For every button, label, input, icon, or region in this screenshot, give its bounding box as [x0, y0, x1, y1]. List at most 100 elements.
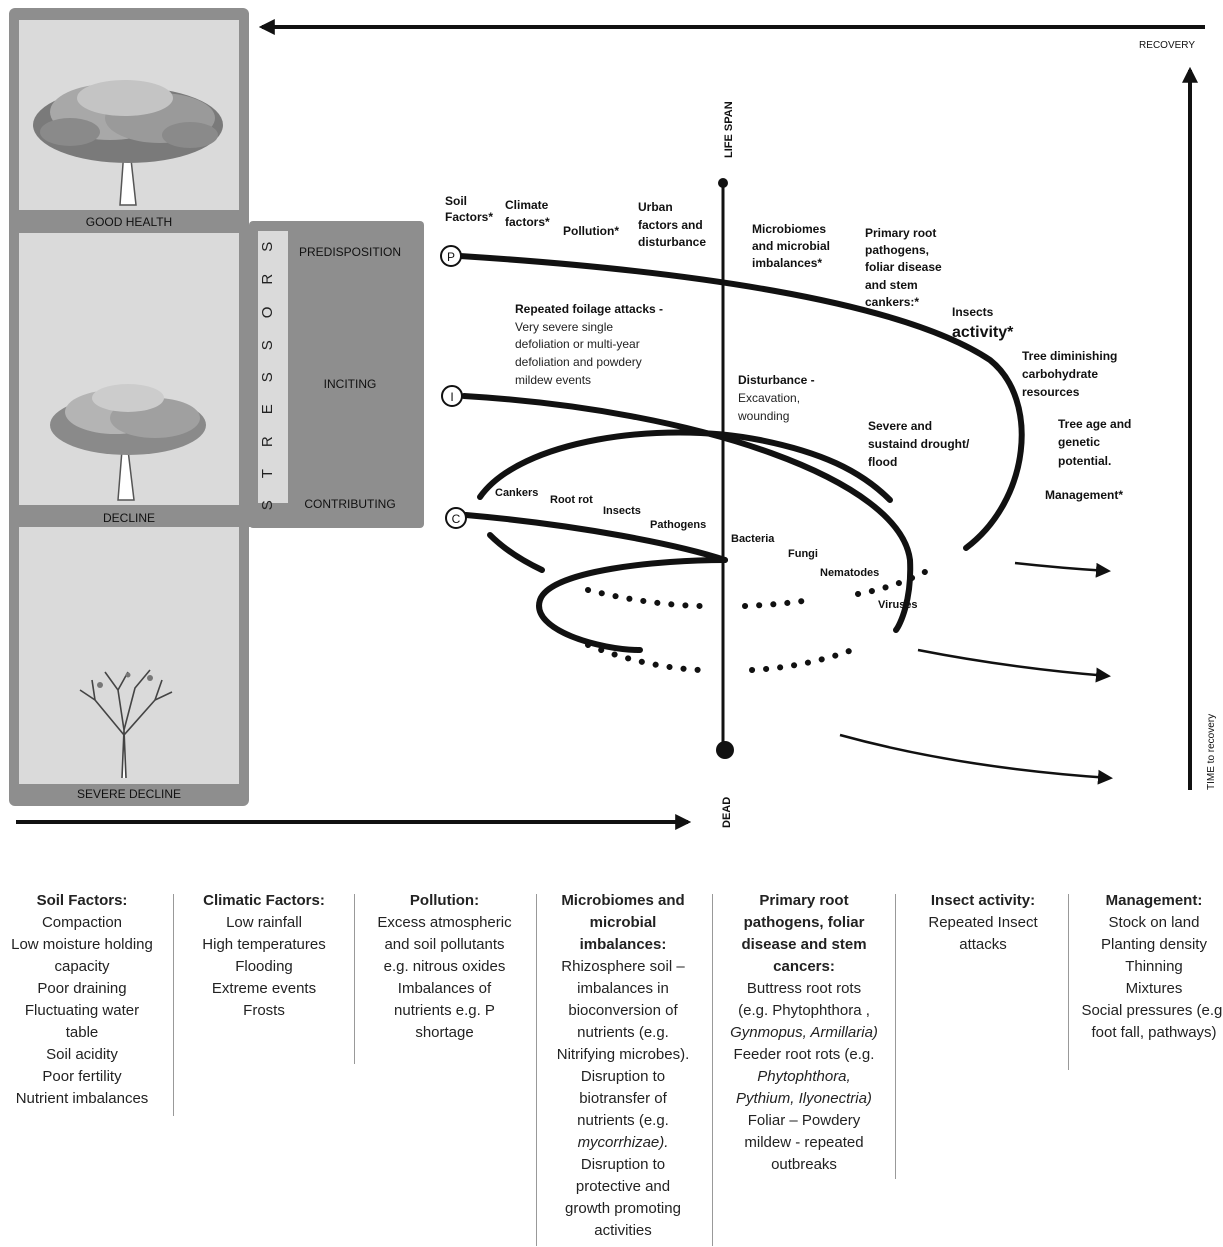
svg-text:I: I: [450, 390, 453, 404]
column-line: biotransfer of: [579, 1090, 667, 1107]
column-microbiomes: Microbiomes and microbial imbalances: Rh…: [542, 890, 704, 1242]
spiral-inner-stub: [487, 532, 545, 573]
column-line: Fluctuating water: [24, 1002, 140, 1019]
agent-viruses: Viruses: [878, 599, 918, 611]
column-line: Stock on land: [1108, 914, 1200, 931]
column-primary-root-pathogens: Primary root pathogens, foliar disease a…: [716, 890, 892, 1176]
recovery-side-arrows: [839, 561, 1113, 785]
column-line: Mixtures: [1125, 980, 1183, 997]
column-line: Nutrient imbalances: [15, 1090, 149, 1107]
column-divider: [173, 894, 174, 1116]
column-heading: Microbiomes and: [561, 892, 685, 909]
factor-columns: Soil Factors: Compaction Low moisture ho…: [0, 890, 1223, 1247]
stressors-connector: [240, 505, 290, 527]
column-heading: Insect activity:: [930, 892, 1036, 909]
spiral-dotted-paths: [585, 563, 939, 673]
stressors-letter-strip: [258, 231, 288, 503]
column-line: Feeder root rots (e.g.: [733, 1046, 875, 1063]
agent-insects: Insects: [603, 505, 641, 517]
spiral-lower-loop: [536, 557, 728, 653]
label-repeated-foliage-title: Repeated foilage attacks -: [515, 302, 663, 316]
column-line: Soil acidity: [46, 1046, 118, 1063]
column-heading: Soil Factors:: [36, 892, 128, 909]
marker-predisposition: P: [440, 245, 462, 267]
column-divider: [536, 894, 537, 1246]
agent-bacteria: Bacteria: [731, 533, 775, 545]
column-line: High temperatures: [202, 936, 326, 953]
column-line: Rhizosphere soil –: [561, 958, 685, 975]
spiral-predisposition-curve: [457, 253, 1025, 551]
marker-inciting: I: [441, 385, 463, 407]
spiral-contributing-curve: [463, 512, 728, 563]
column-line: Disruption to: [580, 1156, 666, 1173]
column-line: Imbalances of: [397, 980, 492, 997]
column-line: Phytophthora,: [757, 1068, 851, 1085]
column-management: Management: Stock on land Planting densi…: [1076, 890, 1223, 1044]
label-disturbance-body: Excavation,wounding: [737, 391, 800, 423]
life-span-label: LIFE SPAN: [723, 101, 735, 158]
column-line: Social pressures (e.g.: [1081, 1002, 1223, 1019]
spiral-contributing-upper: [477, 429, 893, 503]
column-line: outbreaks: [771, 1156, 837, 1173]
column-line: Thinning: [1125, 958, 1183, 975]
label-activity: activity*: [952, 324, 1014, 341]
column-heading: Management:: [1105, 892, 1203, 909]
agent-root-rot: Root rot: [550, 494, 593, 506]
label-disturbance-title: Disturbance -: [738, 373, 815, 387]
column-divider: [712, 894, 713, 1246]
column-line: e.g. nitrous oxides: [383, 958, 506, 975]
column-line: Pythium, Ilyonectria): [736, 1090, 872, 1107]
column-line: table: [65, 1024, 99, 1041]
health-panel-severe-bg: [19, 527, 239, 784]
decline-spiral: [457, 253, 1025, 653]
column-line: bioconversion of: [568, 1002, 678, 1019]
column-line: Foliar – Powdery: [747, 1112, 861, 1129]
column-line: activities: [594, 1222, 652, 1239]
spiral-inciting-curve: [461, 393, 914, 633]
column-divider: [354, 894, 355, 1064]
column-line: Gynmopus, Armillaria): [730, 1024, 878, 1041]
column-line: Planting density: [1101, 936, 1207, 953]
column-insect-activity: Insect activity: Repeated Insect attacks: [905, 890, 1061, 956]
column-heading: Pollution:: [409, 892, 480, 909]
column-line: foot fall, pathways): [1091, 1024, 1217, 1041]
column-line: Low rainfall: [226, 914, 302, 931]
column-heading: Primary root: [759, 892, 849, 909]
column-climatic-factors: Climatic Factors: Low rainfall High temp…: [183, 890, 345, 1022]
svg-text:C: C: [452, 512, 461, 526]
column-heading: Climatic Factors:: [203, 892, 325, 909]
column-line: mildew - repeated: [744, 1134, 864, 1151]
stressors-panel: [249, 221, 424, 528]
column-line: Excess atmospheric: [377, 914, 512, 931]
health-stage-severe: SEVERE DECLINE: [77, 787, 181, 801]
agent-nematodes: Nematodes: [820, 567, 879, 579]
dead-dot: [716, 741, 734, 759]
decline-tree-icon: [50, 384, 206, 501]
agent-pathogens: Pathogens: [650, 519, 706, 531]
stressor-predisposition: PREDISPOSITION: [299, 245, 401, 259]
agent-cankers: Cankers: [495, 487, 538, 499]
column-line: Buttress root rots: [746, 980, 862, 997]
column-line: shortage: [415, 1024, 474, 1041]
column-line: attacks: [959, 936, 1007, 953]
agent-fungi: Fungi: [788, 548, 818, 560]
column-line: mycorrhizae).: [577, 1134, 669, 1151]
column-line: nutrients (e.g.: [577, 1112, 669, 1129]
column-line: nutrients e.g. P: [394, 1002, 495, 1019]
column-line: Disruption to: [580, 1068, 666, 1085]
column-line: Flooding: [235, 958, 293, 975]
recovery-label: RECOVERY: [1139, 40, 1195, 51]
health-stage-good: GOOD HEALTH: [86, 215, 172, 229]
good-health-tree-icon: [33, 80, 223, 206]
column-divider: [1068, 894, 1069, 1070]
column-heading: imbalances:: [579, 936, 667, 953]
stressors-label: STRESSORS: [259, 220, 276, 511]
